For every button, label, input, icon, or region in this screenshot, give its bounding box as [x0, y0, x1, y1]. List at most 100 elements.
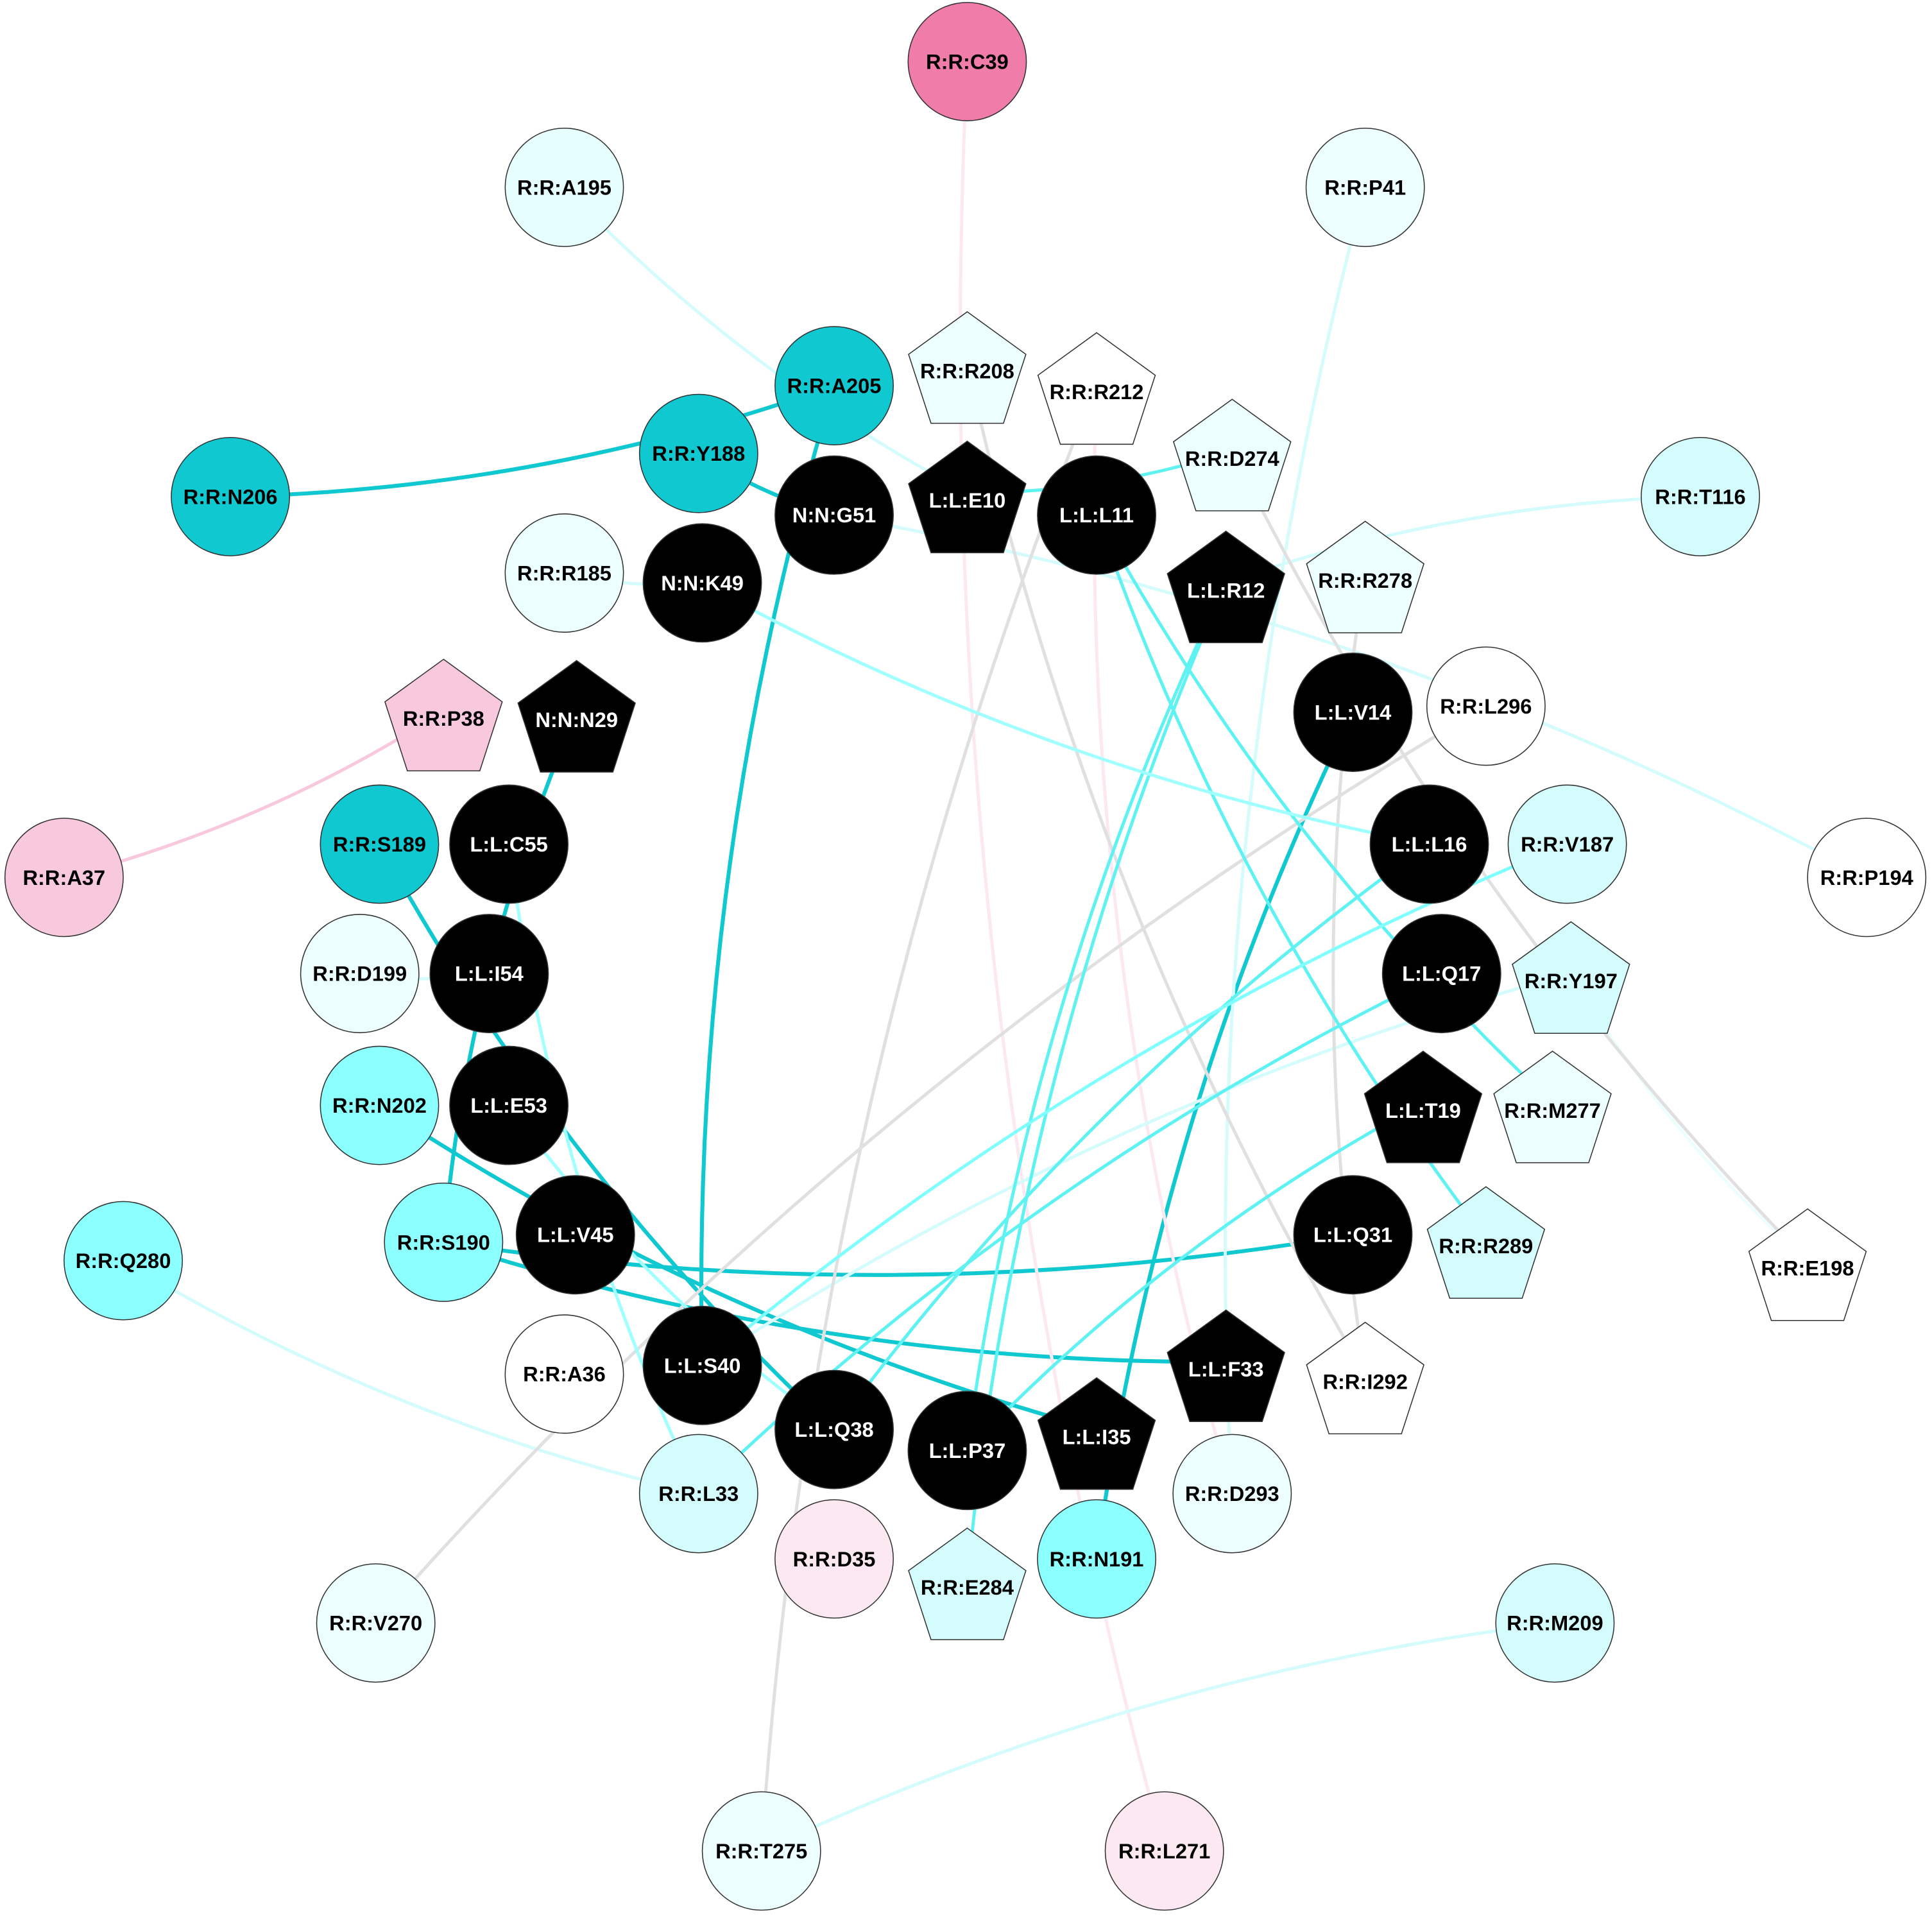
node-l-l-i54[interactable]: L:L:I54: [429, 914, 549, 1034]
node-l-l-v14[interactable]: L:L:V14: [1293, 653, 1413, 772]
node-l-l-e53[interactable]: L:L:E53: [449, 1045, 569, 1165]
node-circle: [638, 1434, 758, 1554]
node-circle: [504, 1314, 624, 1434]
node-label: N:N:K49: [661, 571, 744, 595]
node-circle: [1037, 455, 1156, 575]
node-l-l-q38[interactable]: L:L:Q38: [774, 1369, 894, 1489]
node-l-l-e10[interactable]: L:L:E10: [908, 440, 1027, 554]
node-label: L:L:I35: [1063, 1425, 1131, 1449]
node-r-r-v187[interactable]: R:R:V187: [1507, 784, 1627, 904]
node-r-r-t275[interactable]: R:R:T275: [701, 1791, 821, 1911]
edge-r-r-r212-r-r-t275: [760, 384, 1099, 1851]
node-circle: [171, 436, 291, 556]
node-circle: [1305, 127, 1425, 247]
node-label: R:R:P194: [1820, 866, 1913, 889]
node-label: R:R:R208: [920, 359, 1014, 383]
node-r-r-a37[interactable]: R:R:A37: [4, 818, 124, 938]
node-circle: [300, 914, 420, 1034]
node-label: R:R:D274: [1185, 447, 1279, 470]
node-l-l-t19[interactable]: L:L:T19: [1364, 1050, 1483, 1163]
node-r-r-d293[interactable]: R:R:D293: [1172, 1434, 1292, 1554]
node-r-r-r289[interactable]: R:R:R289: [1426, 1186, 1546, 1299]
node-r-r-l271[interactable]: R:R:L271: [1104, 1791, 1224, 1911]
node-l-l-r12[interactable]: L:L:R12: [1167, 530, 1285, 644]
node-r-r-v270[interactable]: R:R:V270: [316, 1563, 436, 1683]
node-r-r-a195[interactable]: R:R:A195: [504, 127, 624, 247]
node-label: L:L:Q31: [1313, 1223, 1392, 1247]
node-r-r-p41[interactable]: R:R:P41: [1305, 127, 1425, 247]
node-n-n-g51[interactable]: N:N:G51: [774, 455, 894, 575]
node-r-r-s190[interactable]: R:R:S190: [384, 1182, 504, 1302]
node-r-r-m209[interactable]: R:R:M209: [1495, 1563, 1615, 1683]
node-label: R:R:L271: [1118, 1839, 1210, 1863]
edge-r-r-q280-r-r-l33: [122, 1259, 699, 1495]
node-r-r-a205[interactable]: R:R:A205: [774, 326, 894, 446]
node-l-l-v45[interactable]: L:L:V45: [515, 1175, 635, 1295]
node-r-r-r208[interactable]: R:R:R208: [908, 311, 1027, 424]
node-circle: [774, 326, 894, 446]
node-label: R:R:P38: [403, 707, 484, 730]
node-r-r-c39[interactable]: R:R:C39: [907, 2, 1027, 121]
node-circle: [907, 1391, 1027, 1511]
node-l-l-f33[interactable]: L:L:F33: [1167, 1309, 1285, 1422]
node-r-r-p38[interactable]: R:R:P38: [384, 658, 503, 771]
node-l-l-s40[interactable]: L:L:S40: [642, 1305, 762, 1425]
node-r-r-a36[interactable]: R:R:A36: [504, 1314, 624, 1434]
node-r-r-n202[interactable]: R:R:N202: [320, 1045, 440, 1165]
node-r-r-n191[interactable]: R:R:N191: [1037, 1499, 1156, 1619]
node-r-r-e198[interactable]: R:R:E198: [1748, 1208, 1867, 1321]
node-r-r-r212[interactable]: R:R:R212: [1037, 332, 1156, 445]
node-label: R:R:P41: [1324, 175, 1406, 199]
node-label: R:R:R289: [1439, 1234, 1533, 1258]
node-label: R:R:R278: [1318, 569, 1412, 592]
node-r-r-m277[interactable]: R:R:M277: [1493, 1050, 1612, 1163]
node-r-r-l33[interactable]: R:R:L33: [638, 1434, 758, 1554]
node-label: R:R:V270: [329, 1611, 422, 1635]
node-label: R:R:Q280: [76, 1249, 171, 1273]
node-r-r-i292[interactable]: R:R:I292: [1306, 1321, 1424, 1435]
node-label: R:R:D293: [1185, 1482, 1279, 1505]
node-r-r-d35[interactable]: R:R:D35: [774, 1499, 894, 1619]
node-circle: [515, 1175, 635, 1295]
node-label: L:L:E10: [929, 488, 1006, 512]
node-r-r-r278[interactable]: R:R:R278: [1306, 520, 1424, 633]
node-r-r-e284[interactable]: R:R:E284: [908, 1527, 1027, 1640]
node-l-l-i35[interactable]: L:L:I35: [1037, 1377, 1156, 1490]
node-r-r-n206[interactable]: R:R:N206: [171, 436, 291, 556]
node-label: R:R:T116: [1655, 484, 1745, 508]
node-label: R:R:L33: [658, 1482, 739, 1505]
node-label: R:R:M277: [1504, 1099, 1600, 1122]
node-label: R:R:E198: [1761, 1256, 1854, 1280]
node-pentagon: [384, 658, 503, 771]
node-n-n-k49[interactable]: N:N:K49: [642, 523, 762, 643]
node-circle: [1507, 784, 1627, 904]
node-r-r-y188[interactable]: R:R:Y188: [638, 393, 758, 513]
node-r-r-t116[interactable]: R:R:T116: [1641, 436, 1760, 556]
node-r-r-y197[interactable]: R:R:Y197: [1512, 921, 1630, 1034]
node-l-l-q31[interactable]: L:L:Q31: [1293, 1175, 1413, 1295]
node-n-n-n29[interactable]: N:N:N29: [517, 660, 636, 773]
node-r-r-p194[interactable]: R:R:P194: [1807, 818, 1927, 938]
node-label: R:R:A36: [523, 1362, 606, 1386]
node-pentagon: [1748, 1208, 1867, 1321]
node-circle: [320, 1045, 440, 1165]
node-l-l-p37[interactable]: L:L:P37: [907, 1391, 1027, 1511]
node-r-r-d199[interactable]: R:R:D199: [300, 914, 420, 1034]
node-r-r-q280[interactable]: R:R:Q280: [64, 1201, 183, 1321]
node-l-l-l11[interactable]: L:L:L11: [1037, 455, 1156, 575]
node-pentagon: [1172, 399, 1292, 511]
node-l-l-c55[interactable]: L:L:C55: [449, 784, 569, 904]
node-pentagon: [908, 311, 1027, 424]
node-circle: [384, 1182, 504, 1302]
node-r-r-l296[interactable]: R:R:L296: [1426, 646, 1546, 766]
node-r-r-s189[interactable]: R:R:S189: [320, 784, 440, 904]
edge-l-l-e53-l-l-q38: [508, 1104, 835, 1431]
node-circle: [701, 1791, 821, 1911]
node-label: L:L:R12: [1187, 578, 1265, 602]
node-l-l-q17[interactable]: L:L:Q17: [1381, 914, 1501, 1034]
node-l-l-l16[interactable]: L:L:L16: [1369, 784, 1489, 904]
node-r-r-r185[interactable]: R:R:R185: [504, 513, 624, 633]
node-label: L:L:L16: [1392, 832, 1467, 856]
node-label: R:R:N191: [1050, 1547, 1144, 1571]
node-r-r-d274[interactable]: R:R:D274: [1172, 399, 1292, 511]
